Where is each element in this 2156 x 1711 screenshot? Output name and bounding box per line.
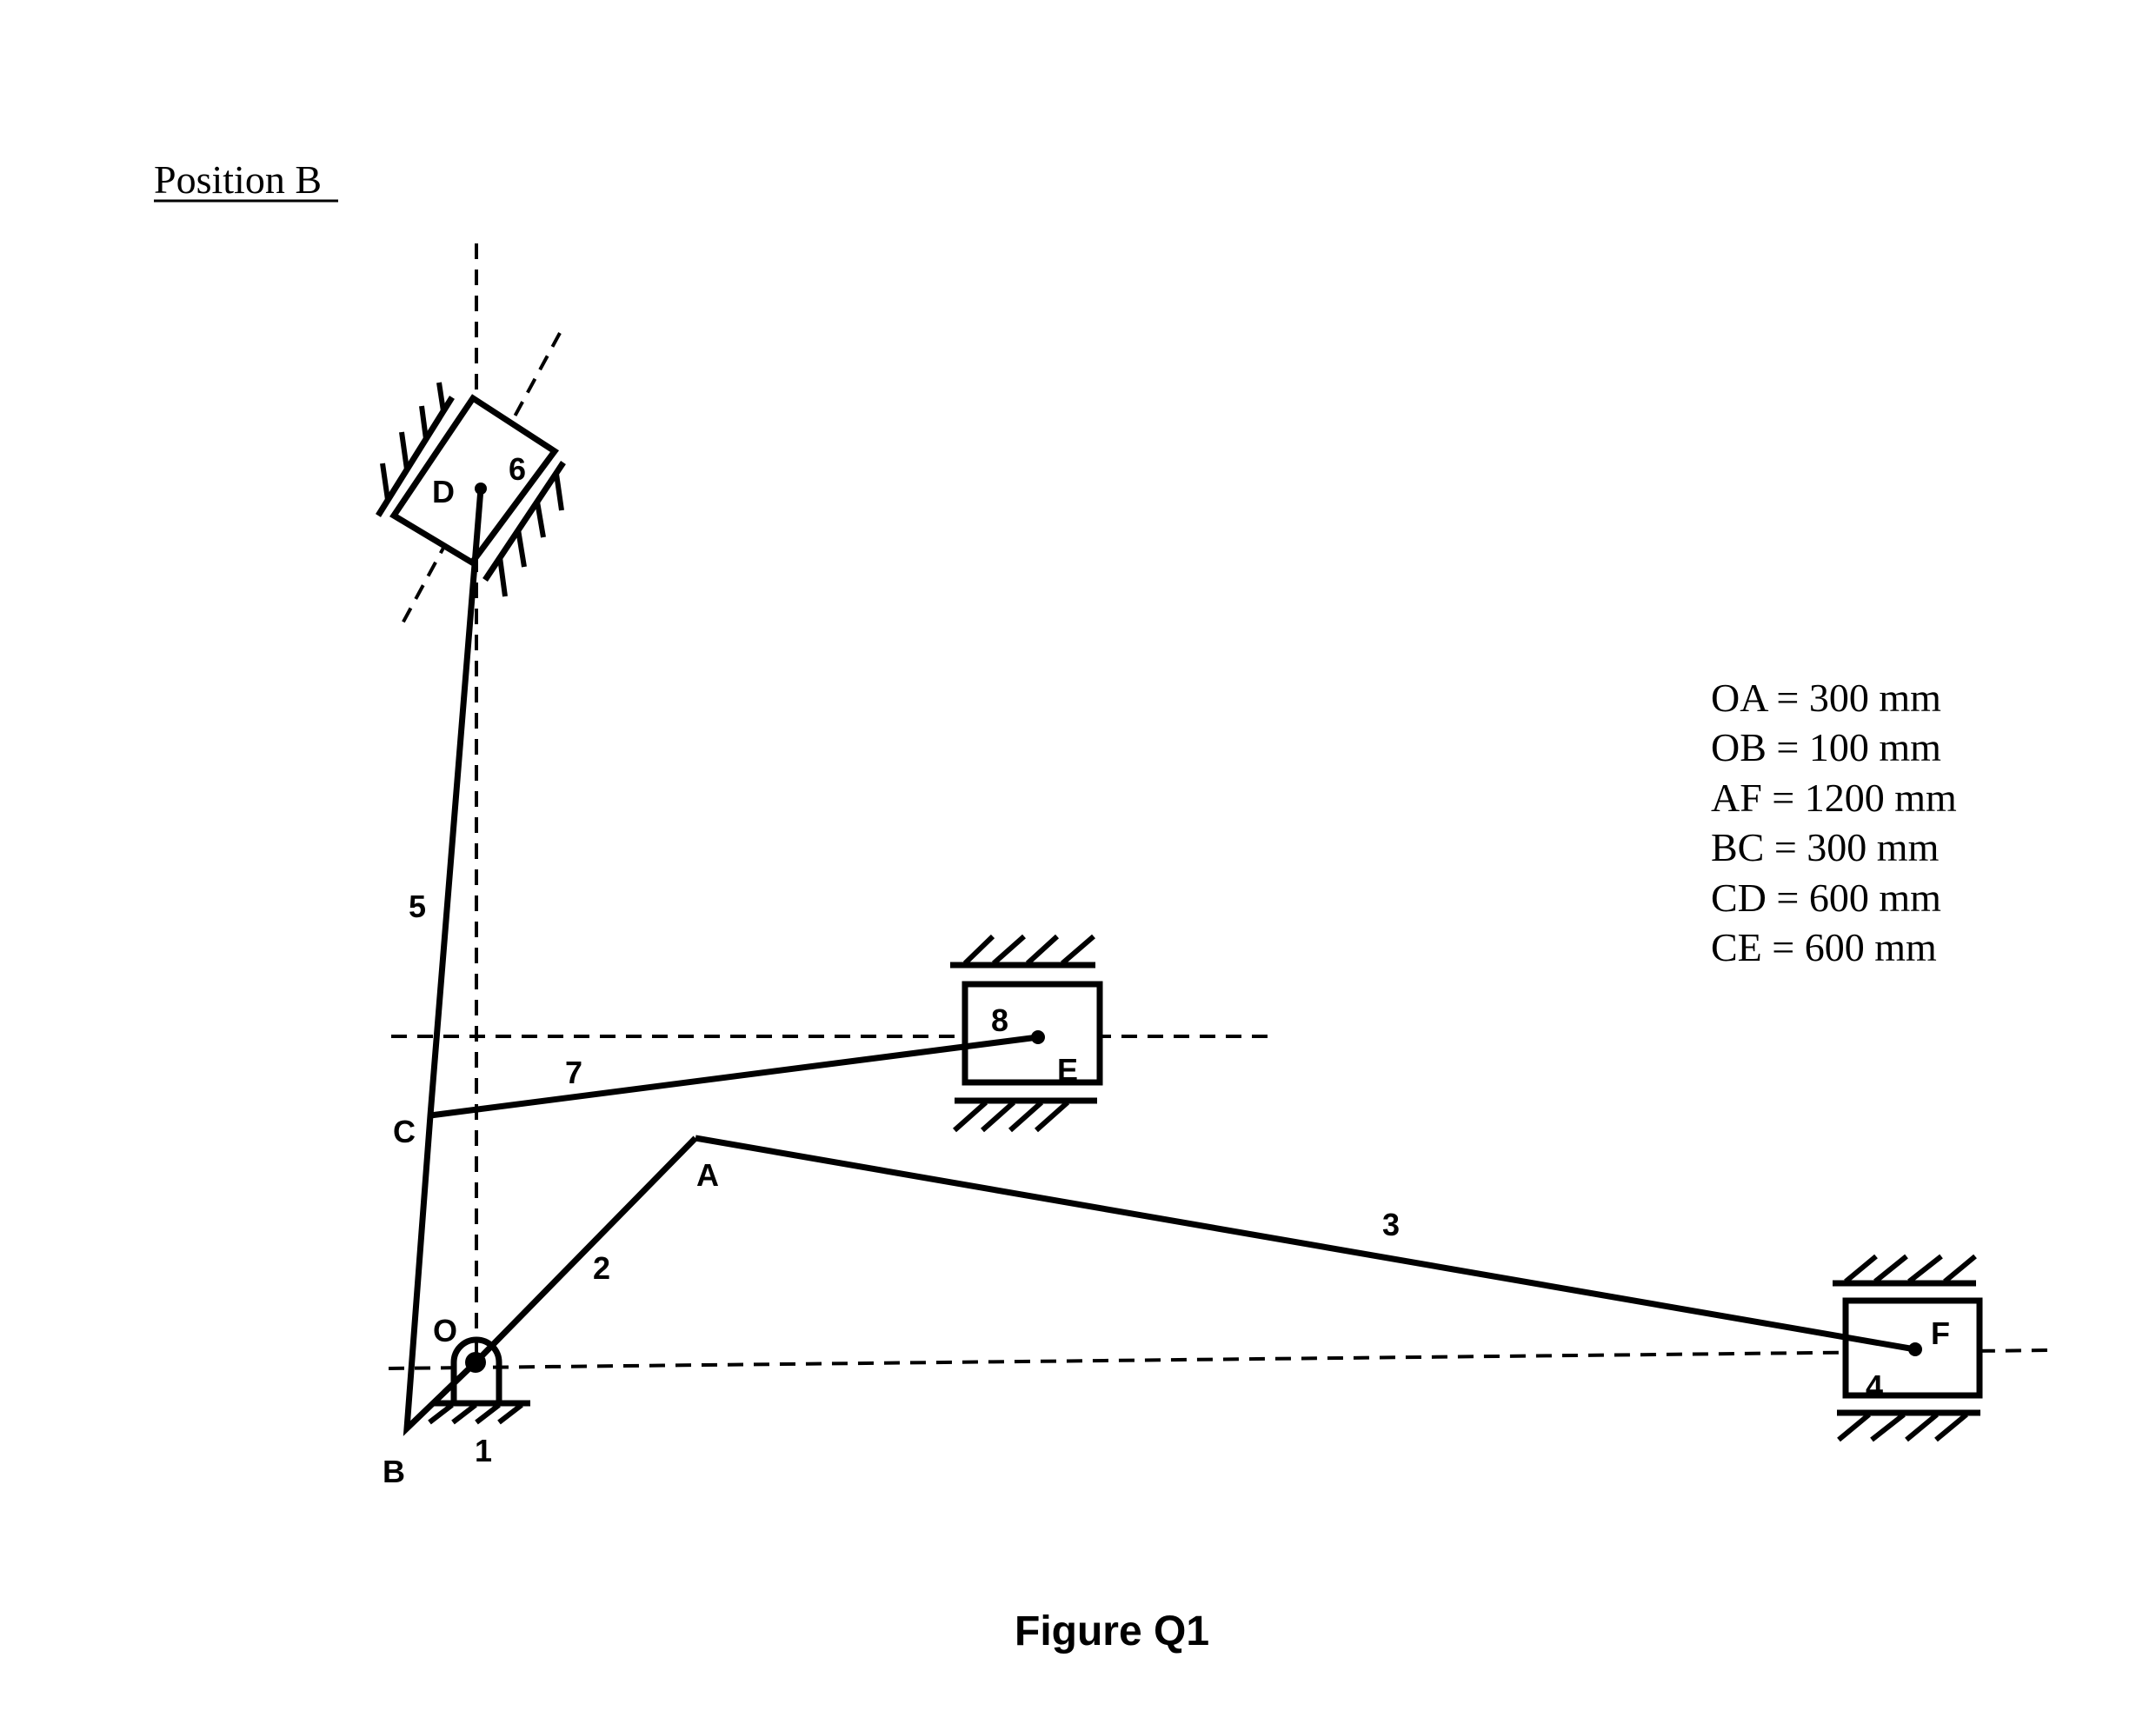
slider-d-guides — [376, 382, 566, 597]
slider-f-axis — [388, 1348, 2053, 1370]
joint-f-pin — [1908, 1342, 1922, 1356]
dimension-cd: CD = 600 mm — [1711, 875, 1941, 920]
label-link-7: 7 — [565, 1055, 582, 1090]
dimension-af: AF = 1200 mm — [1711, 776, 1957, 820]
label-link-3: 3 — [1382, 1207, 1400, 1242]
label-link-5: 5 — [409, 889, 426, 924]
figure-caption: Figure Q1 — [1015, 1608, 1209, 1654]
dimension-oa: OA = 300 mm — [1711, 676, 1941, 720]
label-joint-o: O — [433, 1313, 457, 1348]
label-joint-e: E — [1057, 1052, 1078, 1088]
label-link-2: 2 — [593, 1250, 610, 1286]
joint-e-pin — [1031, 1030, 1045, 1044]
joint-o-pin — [465, 1352, 486, 1373]
link-7-rod-ce — [429, 1034, 1039, 1119]
label-link-1: 1 — [475, 1433, 492, 1468]
label-joint-a: A — [696, 1157, 719, 1193]
label-joint-c: C — [393, 1114, 416, 1149]
link-5-bcd — [403, 488, 484, 1436]
position-heading: Position B — [154, 157, 322, 202]
dimension-ob: OB = 100 mm — [1711, 725, 1941, 769]
joint-d-pin — [475, 483, 487, 495]
dimension-list: OA = 300 mm OB = 100 mm AF = 1200 mm BC … — [1711, 676, 1957, 969]
label-joint-b: B — [383, 1454, 405, 1489]
label-link-6: 6 — [509, 451, 526, 487]
dimension-ce: CE = 600 mm — [1711, 925, 1937, 969]
link-2-crank-oa — [473, 1135, 698, 1365]
dimension-bc: BC = 300 mm — [1711, 825, 1940, 869]
ground-pivot — [428, 1336, 530, 1425]
slider-e-guides — [950, 934, 1097, 1133]
label-link-4: 4 — [1866, 1368, 1883, 1404]
link-3-rod-af — [695, 1135, 1916, 1353]
slider-f-guides — [1833, 1254, 1980, 1442]
label-link-8: 8 — [991, 1002, 1008, 1038]
label-joint-d: D — [432, 474, 455, 509]
label-joint-f: F — [1931, 1315, 1950, 1351]
